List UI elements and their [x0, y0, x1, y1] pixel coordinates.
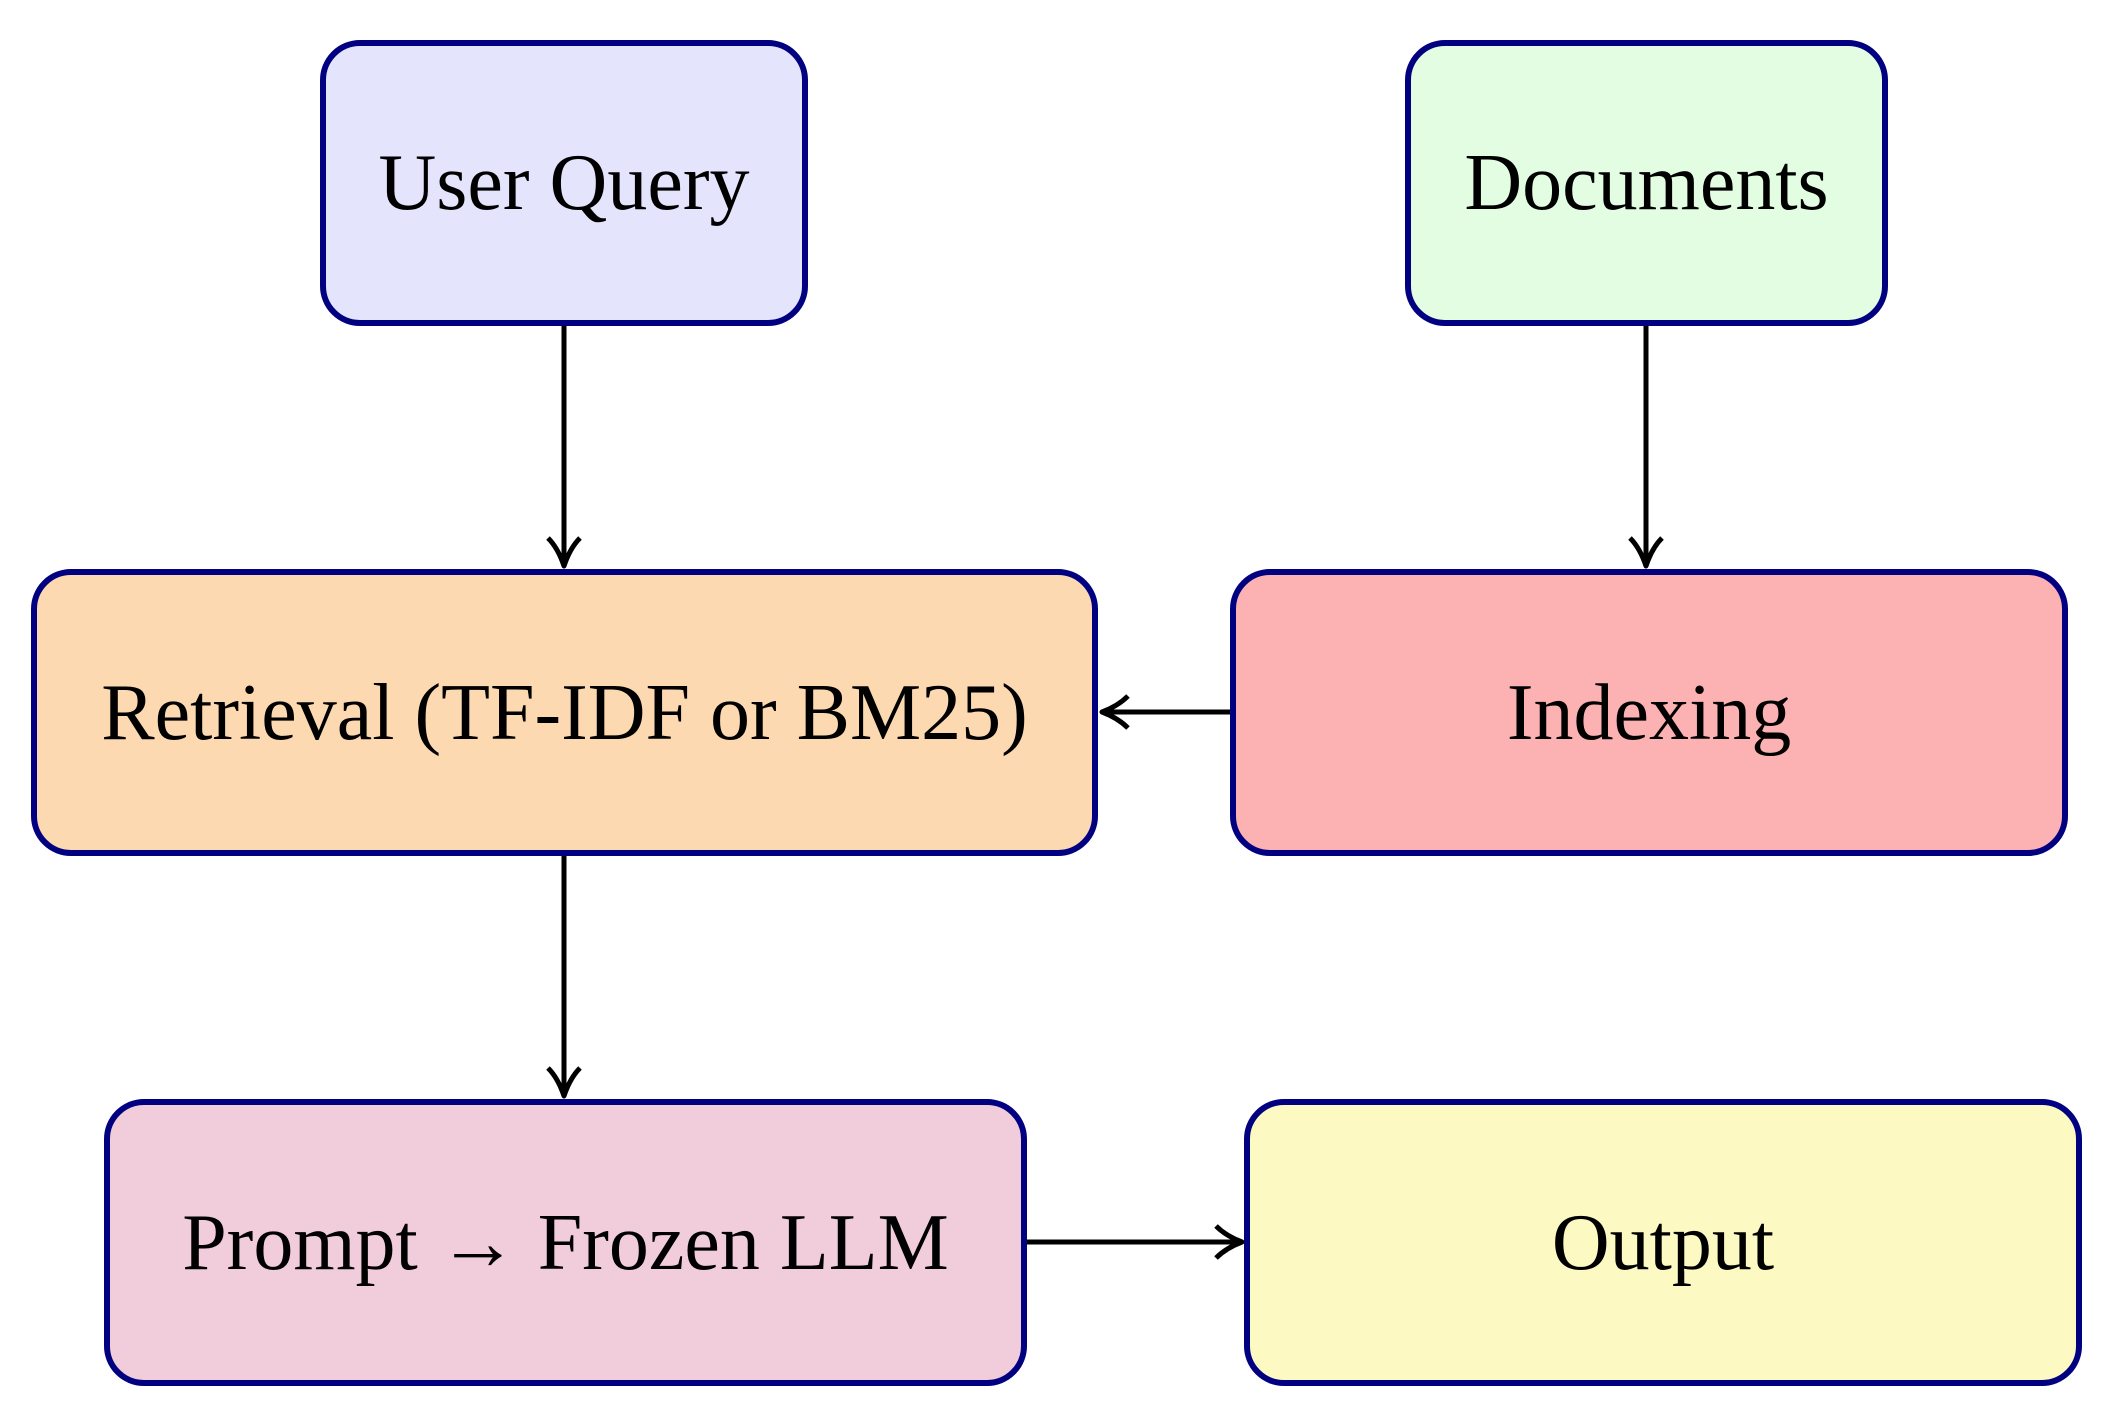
node-indexing-label: Indexing	[1506, 668, 1792, 757]
node-user-query: User Query	[320, 40, 808, 326]
node-documents-label: Documents	[1464, 139, 1829, 227]
node-indexing: Indexing	[1230, 569, 2068, 856]
node-output-label: Output	[1551, 1198, 1775, 1287]
node-retrieval: Retrieval (TF-IDF or BM25)	[31, 569, 1098, 856]
node-documents: Documents	[1405, 40, 1888, 326]
edge-retrieval-to-prompt	[546, 856, 582, 1099]
node-output: Output	[1244, 1099, 2082, 1386]
node-prompt-label: Prompt → Frozen LLM	[182, 1198, 949, 1287]
node-retrieval-label: Retrieval (TF-IDF or BM25)	[101, 668, 1028, 757]
node-prompt-frozen-llm: Prompt → Frozen LLM	[104, 1099, 1027, 1386]
node-user-query-label: User Query	[378, 139, 750, 227]
edge-user-query-to-retrieval	[546, 326, 582, 569]
edge-prompt-to-output	[1027, 1224, 1245, 1260]
edge-documents-to-indexing	[1628, 326, 1664, 569]
edge-indexing-to-retrieval	[1099, 694, 1230, 730]
